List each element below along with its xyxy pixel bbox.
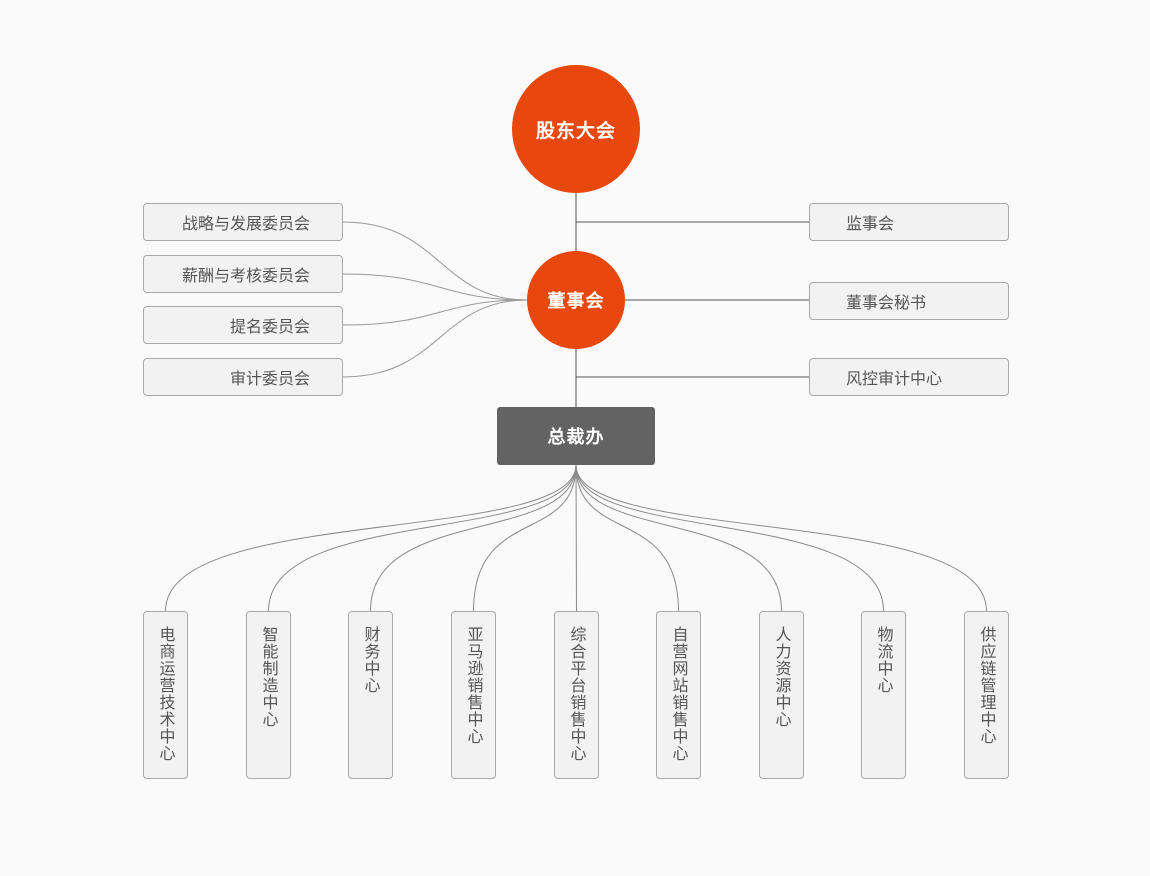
shareholders-meeting-node: 股东大会 bbox=[512, 65, 640, 193]
department-label: 亚马逊销售中心 bbox=[464, 626, 484, 745]
audit-committee-label: 审计委员会 bbox=[229, 369, 310, 388]
risk-audit-center-box: 风控审计中心 bbox=[809, 358, 1009, 396]
department-label: 自营网站销售中心 bbox=[669, 626, 689, 762]
department-connector bbox=[165, 464, 577, 612]
department-box: 综合平台销售中心 bbox=[554, 611, 599, 779]
connector-strategy-committee bbox=[342, 221, 528, 301]
board-secretary-box: 董事会秘书 bbox=[809, 282, 1009, 320]
board-of-directors-node: 董事会 bbox=[527, 251, 625, 349]
audit-committee-box: 审计委员会 bbox=[143, 358, 343, 396]
risk-audit-center-label: 风控审计中心 bbox=[846, 369, 943, 388]
supervisory-board-label: 监事会 bbox=[846, 214, 895, 233]
compensation-committee-box: 薪酬与考核委员会 bbox=[143, 255, 343, 293]
president-office-node: 总裁办 bbox=[497, 407, 655, 465]
board-of-directors-label: 董事会 bbox=[547, 291, 605, 312]
department-box: 智能制造中心 bbox=[246, 611, 291, 779]
department-label: 供应链管理中心 bbox=[977, 626, 997, 745]
department-connector bbox=[370, 464, 577, 612]
department-box: 自营网站销售中心 bbox=[656, 611, 701, 779]
supervisory-board-box: 监事会 bbox=[809, 203, 1009, 241]
department-connector bbox=[268, 464, 577, 612]
connector-nomination-committee bbox=[342, 299, 528, 326]
compensation-committee-label: 薪酬与考核委员会 bbox=[181, 266, 310, 285]
department-connector bbox=[575, 464, 782, 612]
department-box: 人力资源中心 bbox=[759, 611, 804, 779]
department-connector bbox=[575, 464, 884, 612]
board-secretary-label: 董事会秘书 bbox=[846, 293, 927, 312]
department-fan-lines bbox=[165, 464, 987, 612]
connector-audit-committee bbox=[342, 299, 528, 378]
department-connector bbox=[575, 464, 577, 612]
department-box: 供应链管理中心 bbox=[964, 611, 1009, 779]
department-box: 财务中心 bbox=[348, 611, 393, 779]
strategy-committee-label: 战略与发展委员会 bbox=[181, 214, 310, 233]
department-label: 电商运营技术中心 bbox=[156, 626, 176, 762]
department-connector bbox=[473, 464, 577, 612]
department-label: 智能制造中心 bbox=[259, 626, 279, 728]
nomination-committee-box: 提名委员会 bbox=[143, 306, 343, 344]
department-box: 物流中心 bbox=[861, 611, 906, 779]
department-box: 电商运营技术中心 bbox=[143, 611, 188, 779]
strategy-committee-box: 战略与发展委员会 bbox=[143, 203, 343, 241]
shareholders-meeting-label: 股东大会 bbox=[535, 119, 616, 142]
department-label: 综合平台销售中心 bbox=[567, 626, 587, 762]
department-connector bbox=[575, 464, 987, 612]
president-office-label: 总裁办 bbox=[547, 427, 605, 448]
department-label: 人力资源中心 bbox=[772, 626, 792, 728]
nomination-committee-label: 提名委员会 bbox=[229, 317, 310, 336]
department-label: 财务中心 bbox=[361, 626, 381, 694]
connector-compensation-committee bbox=[342, 273, 528, 301]
department-box: 亚马逊销售中心 bbox=[451, 611, 496, 779]
department-label: 物流中心 bbox=[874, 626, 894, 694]
department-connector bbox=[575, 464, 679, 612]
